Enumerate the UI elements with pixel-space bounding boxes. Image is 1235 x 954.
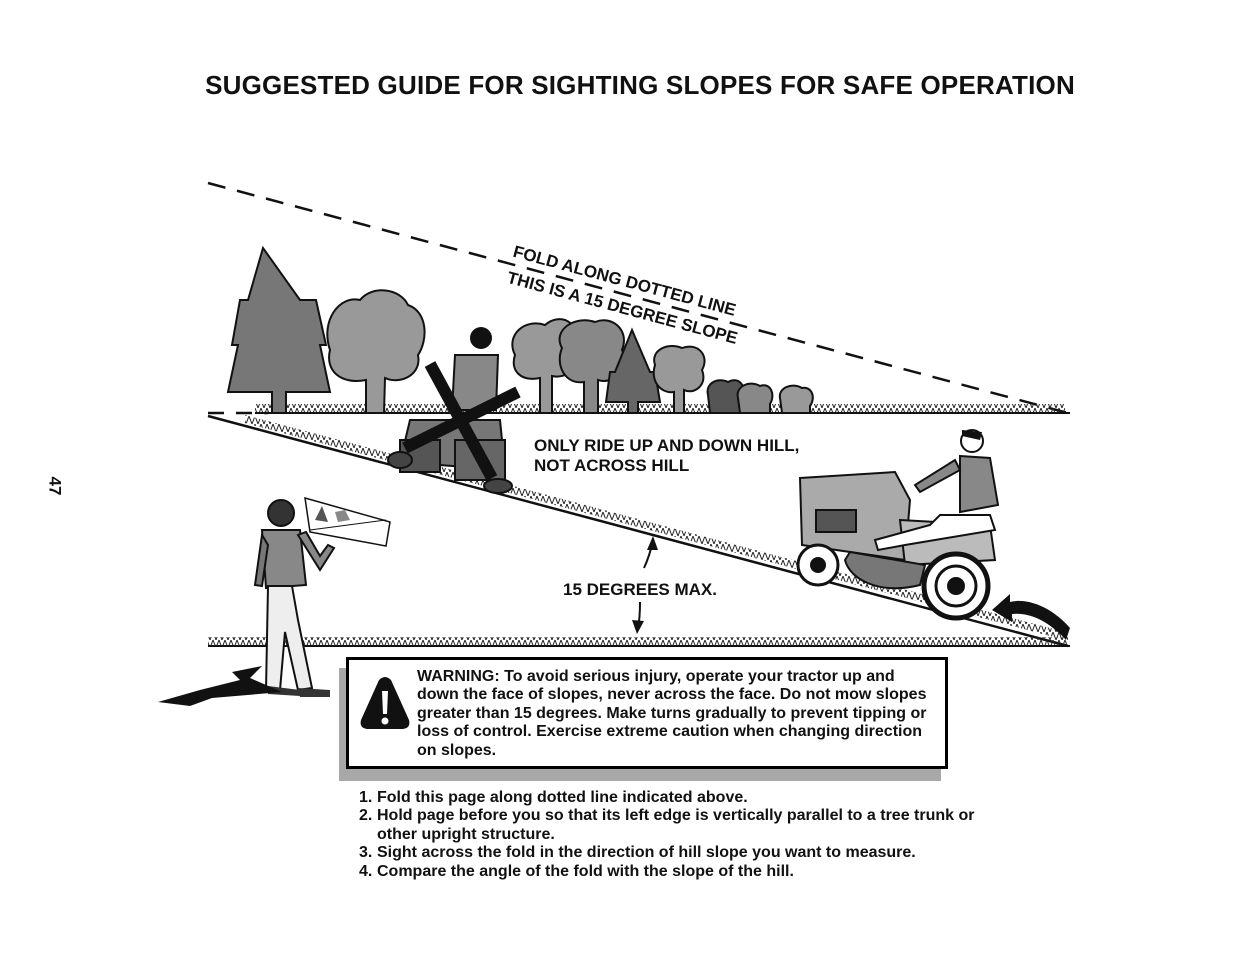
angle-arrowhead-upper [647,536,658,550]
angle-arrowhead-lower [632,620,644,634]
page-title: SUGGESTED GUIDE FOR SIGHTING SLOPES FOR … [205,70,1075,100]
ride-note-line-1: ONLY RIDE UP AND DOWN HILL, [534,436,800,455]
x-mark-icon [402,386,521,454]
list-item: 1.Fold this page along dotted line indic… [359,789,748,806]
hillside-grass [245,415,1065,640]
curved-arrow-icon [992,594,1070,640]
round-tree-icon [558,319,626,414]
warning-text: WARNING: To avoid serious injury, operat… [417,668,927,759]
pine-tree-icon [226,245,332,414]
list-item: 2.Hold page before you so that its left … [359,807,975,843]
tree-group [226,245,814,414]
bottom-grass-strip [208,637,1068,646]
shadow-shape [158,666,282,706]
round-tree-icon [326,289,426,414]
ride-note-line-2: NOT ACROSS HILL [534,456,690,475]
ride-direction-note: ONLY RIDE UP AND DOWN HILL, NOT ACROSS H… [534,436,799,476]
list-item: 4.Compare the angle of the fold with the… [359,862,794,880]
hillside-slope-line [207,414,1069,648]
max-degrees-label: 15 DEGREES MAX. [563,580,717,599]
up-hill-tractor-rider [796,429,1000,621]
bush-icon [736,382,774,414]
upper-grass-strip [255,404,1065,413]
warning-box: WARNING: To avoid serious injury, operat… [346,657,948,769]
warning-triangle-icon [360,677,410,729]
held-page-icon [304,496,391,547]
instruction-list: 1.Fold this page along dotted line indic… [359,789,979,881]
person-sighting-slope [253,496,391,697]
across-hill-rider-crossed [387,327,521,494]
bush-icon [778,384,814,414]
round-tree-icon [652,345,706,414]
list-item: 3.Sight across the fold in the direction… [359,844,916,862]
